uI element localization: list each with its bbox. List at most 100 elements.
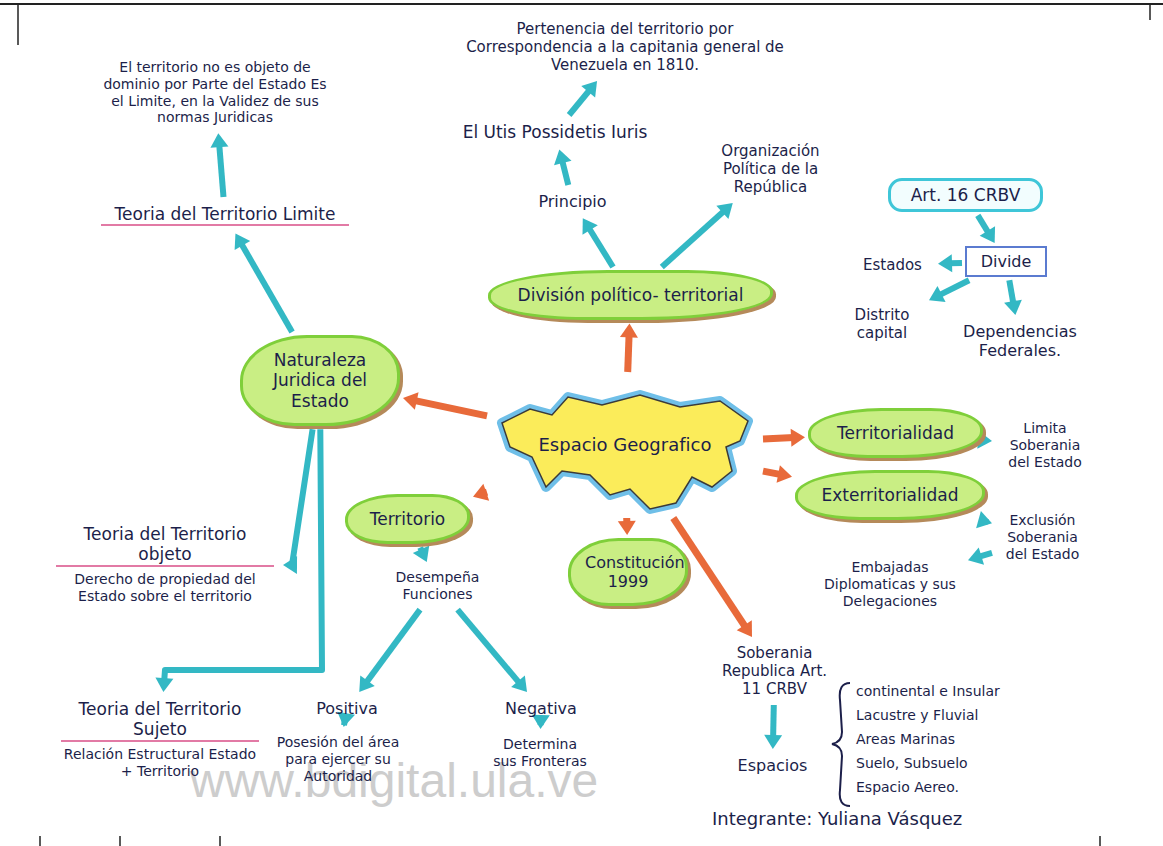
- connector-arrow: [458, 610, 520, 684]
- list-item: continental e Insular: [856, 683, 1000, 700]
- arrow-head: [403, 392, 419, 410]
- connector-arrow: [939, 280, 969, 295]
- arrow-head: [716, 203, 732, 219]
- connector-arrow: [1009, 280, 1013, 304]
- connector-arrow: [414, 400, 487, 416]
- note-text: El territorio no es objeto de dominio po…: [95, 55, 335, 130]
- list-item: Lacustre y Fluvial: [856, 707, 978, 724]
- arrow-head: [583, 218, 598, 235]
- process-box: Divide: [965, 246, 1047, 277]
- node-title: Limita Soberania del Estado: [1001, 420, 1089, 470]
- arrow-head: [235, 233, 251, 250]
- connector-arrow: [219, 144, 223, 197]
- curly-bracket: [832, 683, 850, 806]
- text-node: Estados: [850, 252, 935, 278]
- node-title: Pertenencia del territorio por Correspon…: [456, 20, 794, 74]
- map-halo: [502, 395, 748, 509]
- blob-node: Naturaleza Juridica del Estado: [240, 335, 400, 426]
- arrow-head: [554, 149, 571, 165]
- text-node: Distrito capital: [838, 302, 926, 346]
- text-node: Principio: [525, 188, 620, 215]
- connector-arrow: [662, 210, 725, 267]
- arrow-head: [791, 429, 805, 447]
- node-title: Organización Política de la República: [694, 142, 847, 196]
- text-node: Positiva: [298, 695, 396, 722]
- node-title: Espacio Geografico: [539, 434, 712, 456]
- node-title: Desempeña Funciones: [381, 569, 494, 603]
- text-node: Exclusión Soberania del Estado: [995, 508, 1090, 566]
- connector-arrow: [562, 160, 568, 185]
- theory-node: Teoria del Territorio SujetoRelación Est…: [55, 695, 265, 783]
- node-title: Negativa: [496, 699, 586, 718]
- arrow-head: [968, 547, 984, 564]
- arrow-head: [938, 254, 952, 272]
- arrow-head: [976, 511, 992, 528]
- node-title: Estados: [856, 256, 929, 274]
- text-node: Embajadas Diplomaticas y sus Delegacione…: [815, 555, 965, 613]
- node-title: Exclusión Soberania del Estado: [1001, 512, 1084, 562]
- node-title: Teoria del Territorio objeto: [56, 524, 274, 567]
- node-title: Divide: [973, 252, 1039, 271]
- connector-arrow: [569, 90, 590, 116]
- margin-tick: [1149, 4, 1151, 20]
- arrow-head: [155, 677, 173, 692]
- arrow-head: [737, 620, 752, 637]
- arrow-head: [1004, 300, 1022, 315]
- node-title: Territorialidad: [825, 423, 966, 443]
- node-title: Art. 16 CRBV: [897, 185, 1034, 205]
- node-title: Territorio: [362, 509, 453, 529]
- arrow-head: [283, 556, 297, 574]
- connector-arrow: [628, 334, 629, 372]
- text-node: El Utis Possidetis Iuris: [455, 118, 655, 146]
- connector-arrow: [589, 228, 613, 268]
- node-title: Constitución 1999: [585, 553, 671, 591]
- node-body: Derecho de propiedad del Estado sobre el…: [56, 571, 274, 605]
- text-node: Determina sus Fronteras: [485, 732, 595, 774]
- node-title: División político- territorial: [505, 285, 756, 305]
- text-node: Pertenencia del territorio por Correspon…: [450, 16, 800, 78]
- text-node: Organización Política de la República: [688, 138, 853, 200]
- list-item: Areas Marinas: [856, 731, 955, 748]
- node-title: Principio: [531, 192, 614, 211]
- connector-arrow: [763, 438, 794, 439]
- node-title: Determina sus Fronteras: [491, 736, 589, 770]
- node-title: Teoria del Territorio Sujeto: [61, 699, 259, 742]
- text-node: Dependencias Federales.: [940, 318, 1100, 364]
- node-title: Posesión del área para ejercer su Autori…: [274, 734, 402, 784]
- node-title: Dependencias Federales.: [946, 322, 1094, 360]
- arrow-head: [620, 323, 638, 337]
- arrow-head: [764, 735, 782, 749]
- connector-arrow: [292, 429, 313, 565]
- blob-node: Exterritorialidad: [795, 470, 985, 520]
- bottom-ticks: [40, 836, 1100, 846]
- margin-tick: [17, 4, 19, 45]
- list-item: Espacio Aereo.: [856, 779, 959, 796]
- node-title: Teoria del Territorio Limite: [101, 204, 349, 226]
- blob-node: Territorio: [345, 494, 470, 544]
- theory-node: Teoria del Territorio objetoDerecho de p…: [50, 520, 280, 608]
- connector-arrow: [241, 243, 292, 332]
- text-node: Soberania Republica Art. 11 CRBV: [712, 640, 837, 702]
- arrow-head: [511, 675, 527, 692]
- node-title: Positiva: [304, 699, 390, 718]
- blob-node: Constitución 1999: [568, 538, 688, 606]
- arrow-head: [359, 675, 375, 692]
- node-title: Exterritorialidad: [812, 485, 968, 505]
- top-rule: [0, 3, 1163, 5]
- connector-arrow: [366, 610, 420, 684]
- text-node: Espacios: [725, 752, 820, 779]
- node-title: Embajadas Diplomaticas y sus Delegacione…: [821, 559, 959, 609]
- node-title: Distrito capital: [844, 306, 920, 342]
- arrow-head: [210, 133, 228, 148]
- node-title: Espacios: [731, 756, 814, 775]
- text-node: Limita Soberania del Estado: [995, 416, 1095, 474]
- arrow-head: [413, 546, 429, 562]
- text-node: Negativa: [490, 695, 592, 722]
- connector-arrow: [770, 705, 777, 738]
- arrow-head: [777, 465, 792, 483]
- article-box: Art. 16 CRBV: [888, 178, 1043, 212]
- arrow-head: [473, 484, 489, 501]
- arrow-head: [929, 286, 946, 302]
- connector-arrow: [978, 215, 989, 233]
